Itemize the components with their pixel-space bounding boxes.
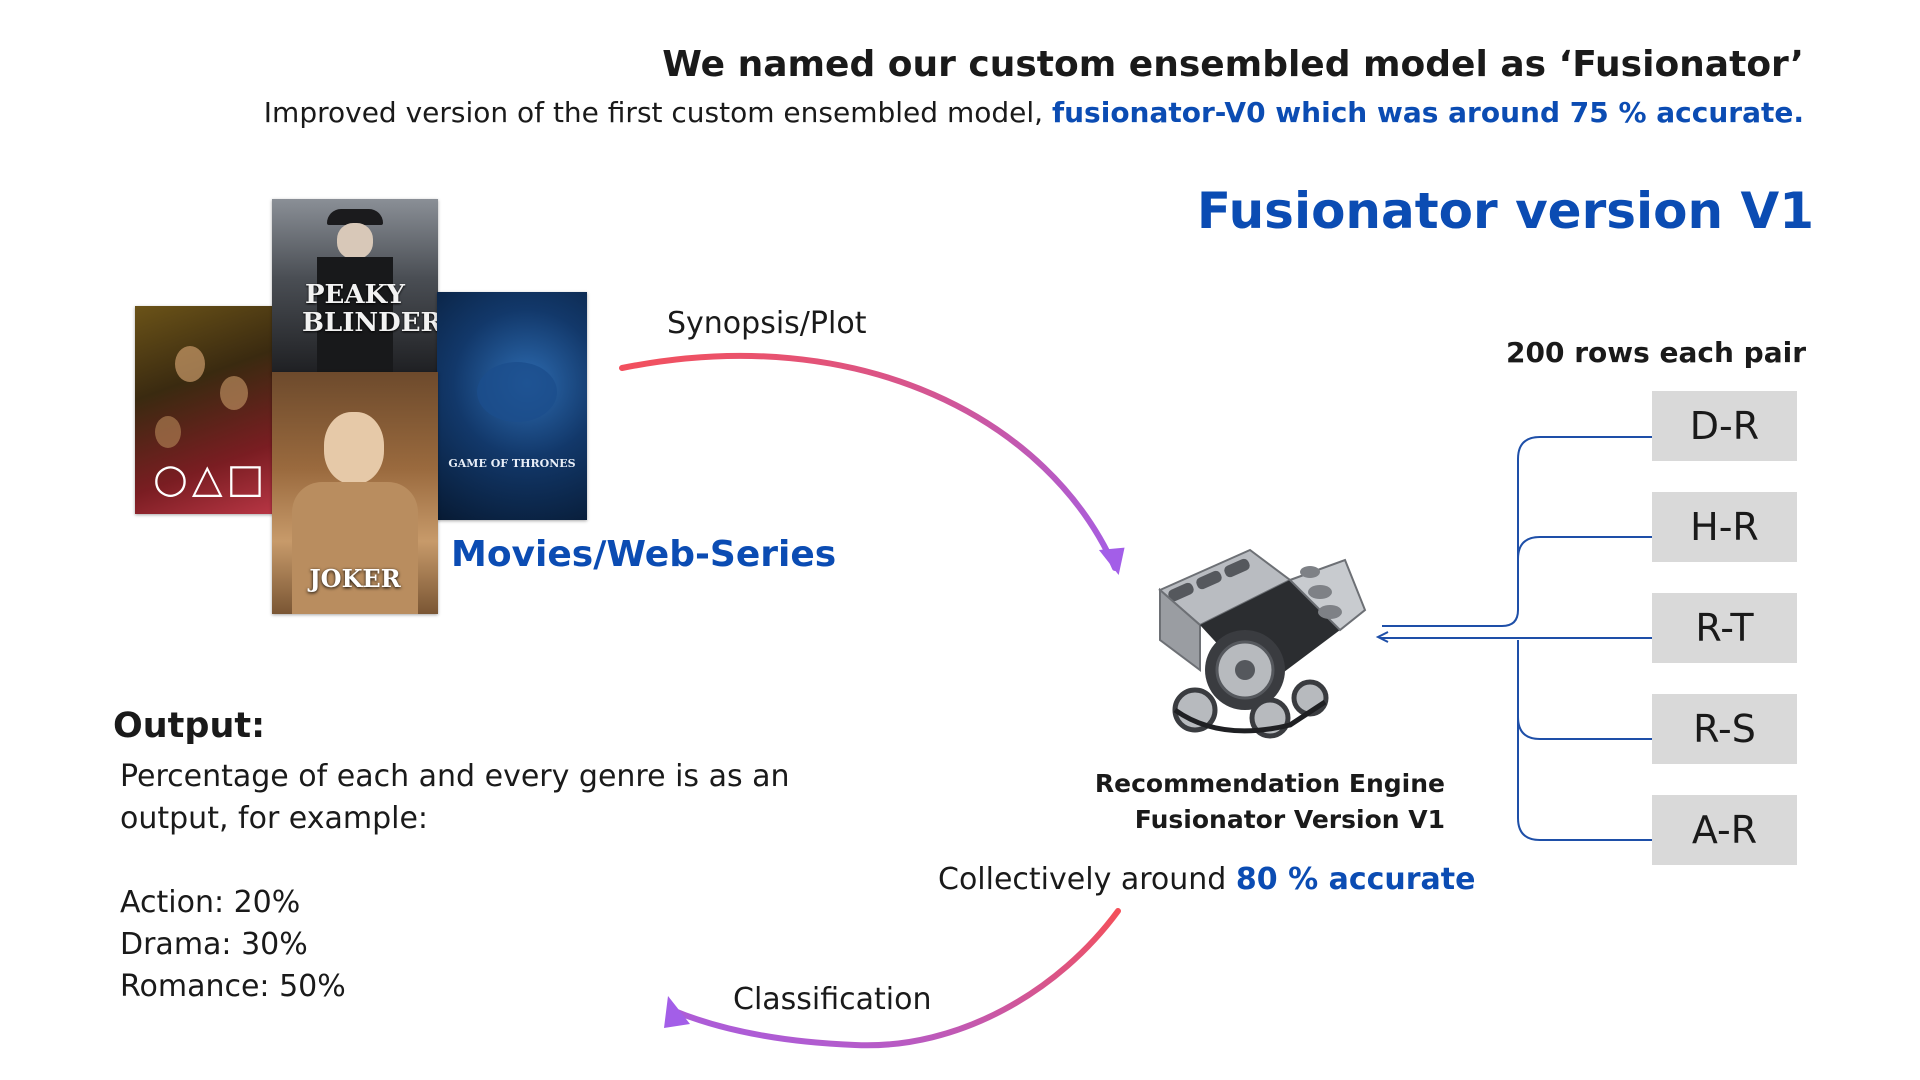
pair-box-r-t: R-T xyxy=(1652,593,1797,663)
output-line-2: output, for example: xyxy=(120,801,429,836)
pair-connectors xyxy=(1375,436,1652,841)
version-title: Fusionator version V1 xyxy=(1196,182,1814,240)
engine-caption-line2: Fusionator Version V1 xyxy=(1134,805,1445,834)
synopsis-arrow xyxy=(619,352,1125,576)
page-subtitle: Improved version of the first custom ens… xyxy=(264,96,1804,129)
engine-caption: Recommendation Engine Fusionator Version… xyxy=(1090,766,1445,838)
poster-title-joker: JOKER xyxy=(309,564,401,593)
subtitle-highlight: fusionator-V0 which was around 75 % accu… xyxy=(1051,96,1804,129)
classification-arrow xyxy=(664,908,1121,1049)
pair-box-a-r: A-R xyxy=(1652,795,1797,865)
pair-box-d-r: D-R xyxy=(1652,391,1797,461)
classification-label: Classification xyxy=(733,982,932,1017)
poster-title-got: GAME OF THRONES xyxy=(448,457,576,470)
pair-box-h-r: H-R xyxy=(1652,492,1797,562)
poster-joker: JOKER xyxy=(272,372,438,614)
engine-icon xyxy=(1158,548,1367,739)
accuracy-highlight: 80 % accurate xyxy=(1235,862,1476,897)
output-example-drama: Drama: 30% xyxy=(120,927,308,962)
output-example-action: Action: 20% xyxy=(120,885,301,920)
accuracy-prefix: Collectively around xyxy=(938,862,1236,897)
output-line-1: Percentage of each and every genre is as… xyxy=(120,759,790,794)
synopsis-label: Synopsis/Plot xyxy=(667,306,867,341)
accuracy-text: Collectively around 80 % accurate xyxy=(938,862,1475,897)
media-label: Movies/Web-Series xyxy=(451,534,837,575)
rows-per-pair-label: 200 rows each pair xyxy=(1506,336,1807,369)
subtitle-text: Improved version of the first custom ens… xyxy=(263,96,1052,129)
output-heading: Output: xyxy=(113,706,266,746)
engine-caption-line1: Recommendation Engine xyxy=(1094,769,1445,798)
poster-game-of-thrones: GAME OF THRONES xyxy=(437,292,587,520)
output-example-romance: Romance: 50% xyxy=(120,969,346,1004)
output-description: Percentage of each and every genre is as… xyxy=(120,756,790,1008)
page-title: We named our custom ensembled model as ‘… xyxy=(662,44,1804,85)
poster-peaky-blinders: PEAKY BLINDERS xyxy=(272,199,438,375)
pair-box-r-s: R-S xyxy=(1652,694,1797,764)
